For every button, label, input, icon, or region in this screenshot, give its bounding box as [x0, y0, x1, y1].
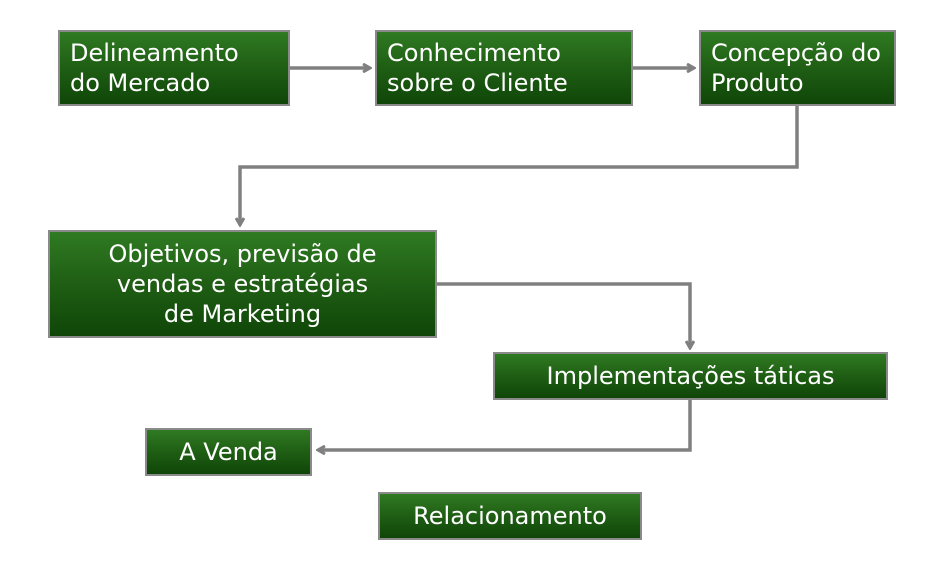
- node-implementacoes-taticas: Implementações táticas: [493, 352, 888, 400]
- node-relacionamento: Relacionamento: [378, 492, 642, 540]
- node-concepcao-do-produto: Concepção do Produto: [699, 30, 896, 106]
- node-objetivos-previsao-vendas: Objetivos, previsão de vendas e estratég…: [48, 230, 437, 338]
- node-a-venda: A Venda: [145, 428, 312, 476]
- arrow-concepcao-to-objetivos: [240, 105, 799, 225]
- arrow-objetivos-to-implementacoes: [437, 282, 690, 348]
- node-conhecimento-sobre-o-cliente: Conhecimento sobre o Cliente: [375, 30, 633, 106]
- arrow-implementacoes-to-venda: [318, 400, 692, 450]
- node-delineamento-do-mercado: Delineamento do Mercado: [58, 30, 290, 106]
